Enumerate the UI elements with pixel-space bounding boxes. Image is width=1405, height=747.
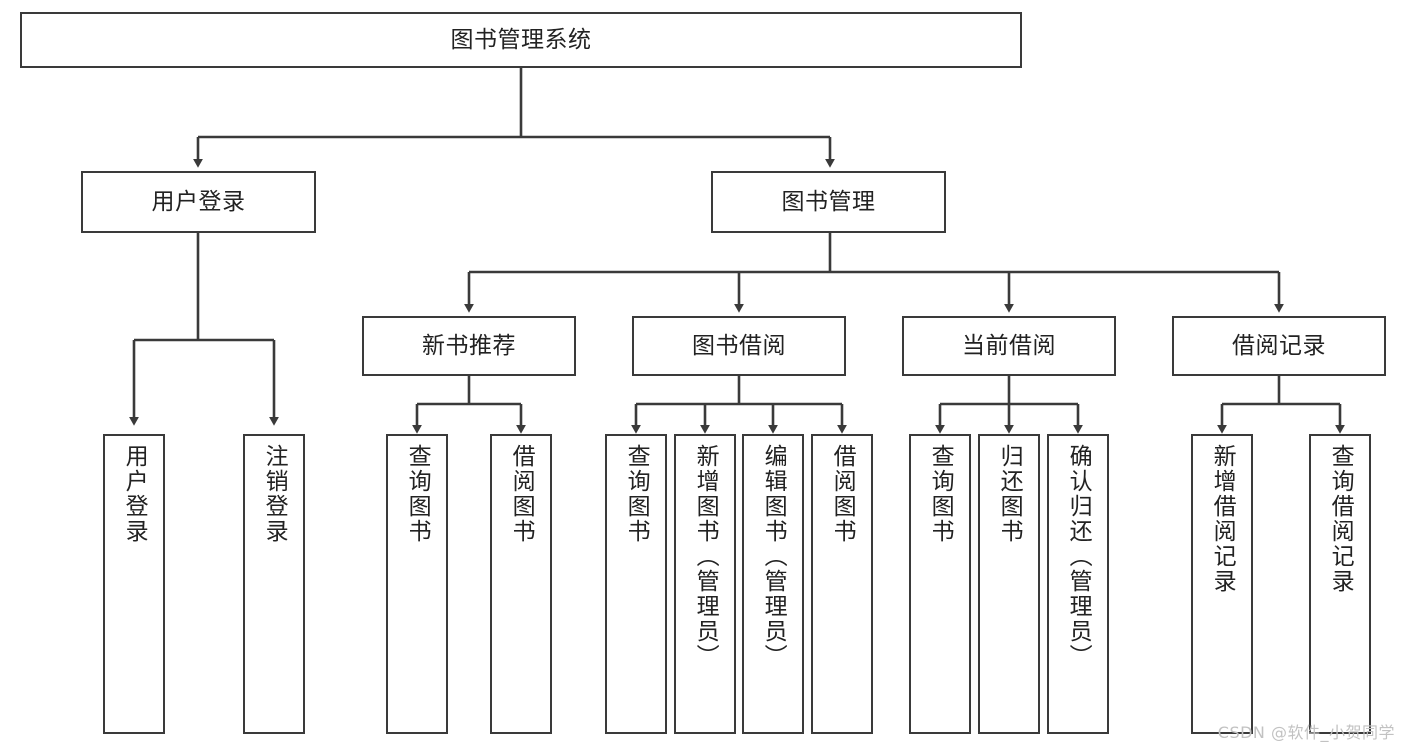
leaf-edit-book-label: 编辑图书（管理员） [760,444,787,669]
node-user-login[interactable]: 用户登录 [81,171,316,233]
leaf-borrow-book-1[interactable]: 借阅图书 [490,434,552,734]
leaf-add-record-label: 新增借阅记录 [1209,444,1236,594]
leaf-query-record-label: 查询借阅记录 [1327,444,1354,594]
node-book-manage[interactable]: 图书管理 [711,171,946,233]
node-new-book-recommend-label: 新书推荐 [422,332,516,359]
leaf-query-book-1-label: 查询图书 [404,444,431,544]
node-book-manage-label: 图书管理 [781,188,876,215]
leaf-return-book[interactable]: 归还图书 [978,434,1040,734]
leaf-query-book-1[interactable]: 查询图书 [386,434,448,734]
leaf-confirm-return[interactable]: 确认归还（管理员） [1047,434,1109,734]
node-root-label: 图书管理系统 [450,26,592,53]
leaf-query-record[interactable]: 查询借阅记录 [1309,434,1371,734]
leaf-edit-book[interactable]: 编辑图书（管理员） [742,434,804,734]
csdn-watermark: CSDN @软件_小贺同学 [1217,723,1395,742]
leaf-query-book-2-label: 查询图书 [623,444,650,544]
leaf-query-book-3[interactable]: 查询图书 [909,434,971,734]
leaf-confirm-return-label: 确认归还（管理员） [1065,444,1092,669]
leaf-logout-login[interactable]: 注销登录 [243,434,305,734]
leaf-query-book-2[interactable]: 查询图书 [605,434,667,734]
node-root-system[interactable]: 图书管理系统 [20,12,1022,68]
leaf-user-login[interactable]: 用户登录 [103,434,165,734]
node-new-book-recommend[interactable]: 新书推荐 [362,316,576,376]
leaf-add-book-label: 新增图书（管理员） [692,444,719,669]
leaf-add-book[interactable]: 新增图书（管理员） [674,434,736,734]
node-current-borrow[interactable]: 当前借阅 [902,316,1116,376]
node-book-borrow-label: 图书借阅 [692,332,786,359]
node-borrow-record-label: 借阅记录 [1232,332,1326,359]
leaf-borrow-book-2-label: 借阅图书 [829,444,856,544]
leaf-borrow-book-2[interactable]: 借阅图书 [811,434,873,734]
leaf-user-login-label: 用户登录 [121,444,148,544]
node-user-login-label: 用户登录 [151,188,246,215]
leaf-borrow-book-1-label: 借阅图书 [508,444,535,544]
leaf-return-book-label: 归还图书 [996,444,1023,544]
node-book-borrow[interactable]: 图书借阅 [632,316,846,376]
leaf-logout-login-label: 注销登录 [261,444,288,544]
node-current-borrow-label: 当前借阅 [962,332,1056,359]
leaf-add-record[interactable]: 新增借阅记录 [1191,434,1253,734]
leaf-query-book-3-label: 查询图书 [927,444,954,544]
node-borrow-record[interactable]: 借阅记录 [1172,316,1386,376]
